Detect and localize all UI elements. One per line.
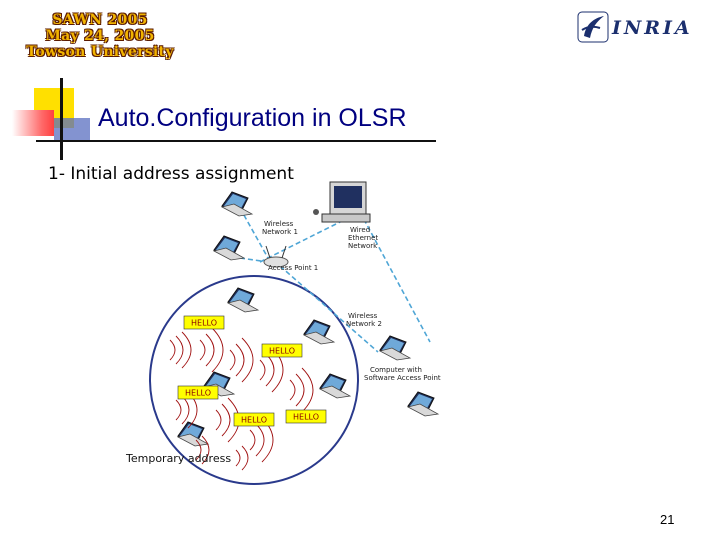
laptop-icon-8: [407, 391, 439, 417]
laptop-icon-4: [303, 319, 335, 345]
label-computer-ap-a: Computer with: [370, 366, 422, 374]
wireless-cell-circle: [149, 275, 359, 485]
label-computer-ap-b: Software Access Point: [364, 374, 441, 382]
slide-title: Auto.Configuration in OLSR: [98, 104, 407, 132]
temporary-address-label: Temporary address: [125, 452, 231, 465]
hello-label-2: HELLO: [269, 347, 295, 356]
hello-label-5: HELLO: [293, 413, 319, 422]
laptop-icon-1: [221, 191, 253, 217]
label-wired-b: Ethernet: [348, 234, 378, 242]
slide-subtitle: 1- Initial address assignment: [48, 164, 294, 184]
laptop-icon-6: [319, 373, 351, 399]
hello-boxes: HELLO HELLO HELLO HELLO HELLO: [177, 315, 327, 427]
dashed-links: [239, 207, 431, 353]
hello-label-4: HELLO: [241, 416, 267, 425]
access-point-1-icon: [263, 245, 289, 268]
hello-label-3: HELLO: [185, 389, 211, 398]
inria-emblem-icon: [577, 11, 609, 43]
inria-wordmark: INRIA: [612, 17, 693, 39]
network-labels: Wireless Network 1 Wired Ethernet Networ…: [262, 220, 441, 382]
page-number: 21: [660, 512, 675, 527]
laptop-computer-ap-icon: [379, 335, 411, 361]
laptop-icon-7: [177, 421, 209, 447]
conf-line-3: Towson University: [26, 44, 174, 60]
conf-line-1: SAWN 2005: [52, 12, 148, 28]
laptop-icon-3: [227, 287, 259, 313]
conference-logo: SAWN 2005 May 24, 2005 Towson University: [20, 12, 180, 60]
label-ap1: Access Point 1: [268, 264, 318, 272]
hello-label-1: HELLO: [191, 319, 217, 328]
deco-horizontal-line: [36, 140, 436, 142]
laptop-icon-2: [213, 235, 245, 261]
label-wireless2-a: Wireless: [348, 312, 378, 320]
conf-line-2: May 24, 2005: [45, 28, 155, 44]
label-wireless1-b: Network 1: [262, 228, 298, 236]
inria-logo: INRIA: [576, 10, 706, 44]
deco-red-square: [12, 110, 54, 136]
deco-vertical-line: [60, 78, 63, 160]
label-wired-a: Wired: [350, 226, 370, 234]
label-wireless1-a: Wireless: [264, 220, 294, 228]
label-wireless2-b: Network 2: [346, 320, 382, 328]
desktop-computer-icon: [313, 181, 371, 223]
label-wired-c: Network: [348, 242, 378, 250]
hello-waves: [169, 327, 314, 471]
